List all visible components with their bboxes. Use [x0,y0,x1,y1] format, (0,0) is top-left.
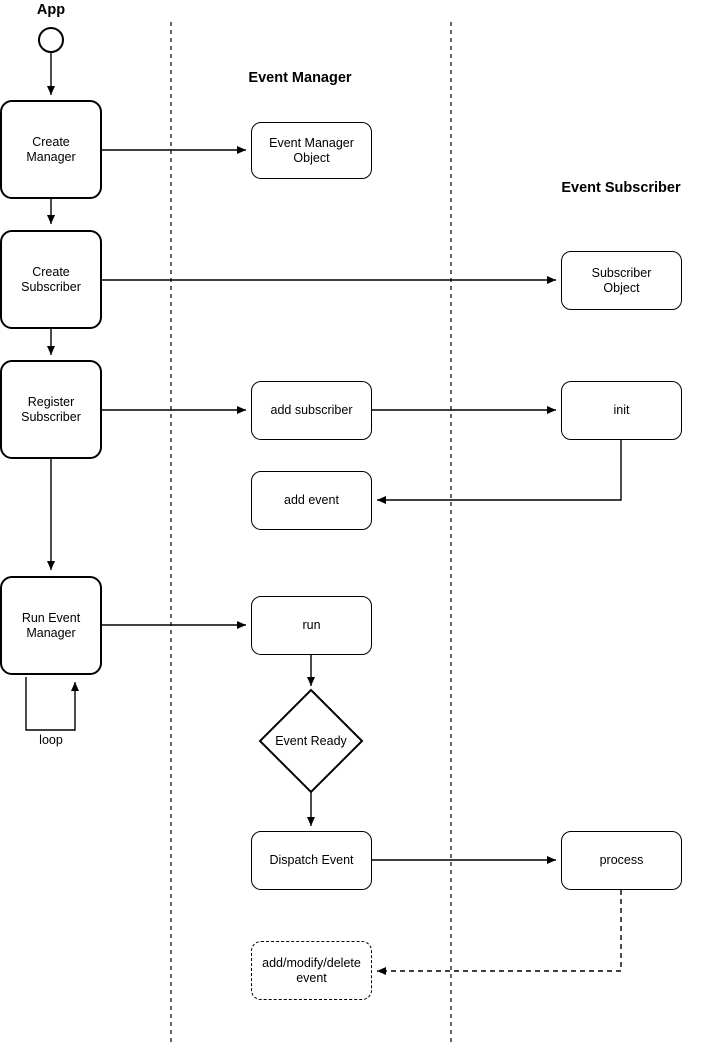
node-init-label: init [613,403,630,417]
lane-title-app: App [36,2,66,18]
node-create-subscriber-label: Create Subscriber [21,264,81,294]
node-event-ready-label: Event Ready [275,734,347,748]
node-register-subscriber-label: Register Subscriber [21,394,81,424]
node-create-manager[interactable]: Create Manager [0,100,102,199]
node-run-label: run [302,618,321,632]
node-run-event-manager-label: Run Event Manager [21,610,81,640]
node-add-event-label: add event [284,493,339,507]
node-process-label: process [599,853,644,867]
node-add-event[interactable]: add event [251,471,372,530]
node-event-manager-object-label: Event Manager Object [269,135,354,165]
node-run[interactable]: run [251,596,372,655]
node-subscriber-object[interactable]: Subscriber Object [561,251,682,310]
edge-run-event-manager-loop [25,677,79,731]
start-node-circle [38,27,64,53]
loop-label: loop [39,733,63,747]
node-add-subscriber-label: add subscriber [270,403,353,417]
node-event-ready[interactable]: Event Ready [260,690,362,792]
node-create-manager-label: Create Manager [26,134,76,164]
node-event-manager-object[interactable]: Event Manager Object [251,122,372,179]
node-dispatch-event-label: Dispatch Event [269,853,354,867]
node-create-subscriber[interactable]: Create Subscriber [0,230,102,329]
lane-title-event-manager: Event Manager [248,70,352,86]
node-init[interactable]: init [561,381,682,440]
node-dispatch-event[interactable]: Dispatch Event [251,831,372,890]
node-process[interactable]: process [561,831,682,890]
node-subscriber-object-label: Subscriber Object [591,265,652,295]
node-add-subscriber[interactable]: add subscriber [251,381,372,440]
edge-init-to-add-event [377,440,622,504]
node-register-subscriber[interactable]: Register Subscriber [0,360,102,459]
node-run-event-manager[interactable]: Run Event Manager [0,576,102,675]
node-add-modify-delete-event-label: add/modify/delete event [262,955,361,985]
edge-process-to-add-modify-delete-event [377,890,622,975]
lane-title-event-subscriber: Event Subscriber [561,180,681,196]
node-add-modify-delete-event[interactable]: add/modify/delete event [251,941,372,1000]
